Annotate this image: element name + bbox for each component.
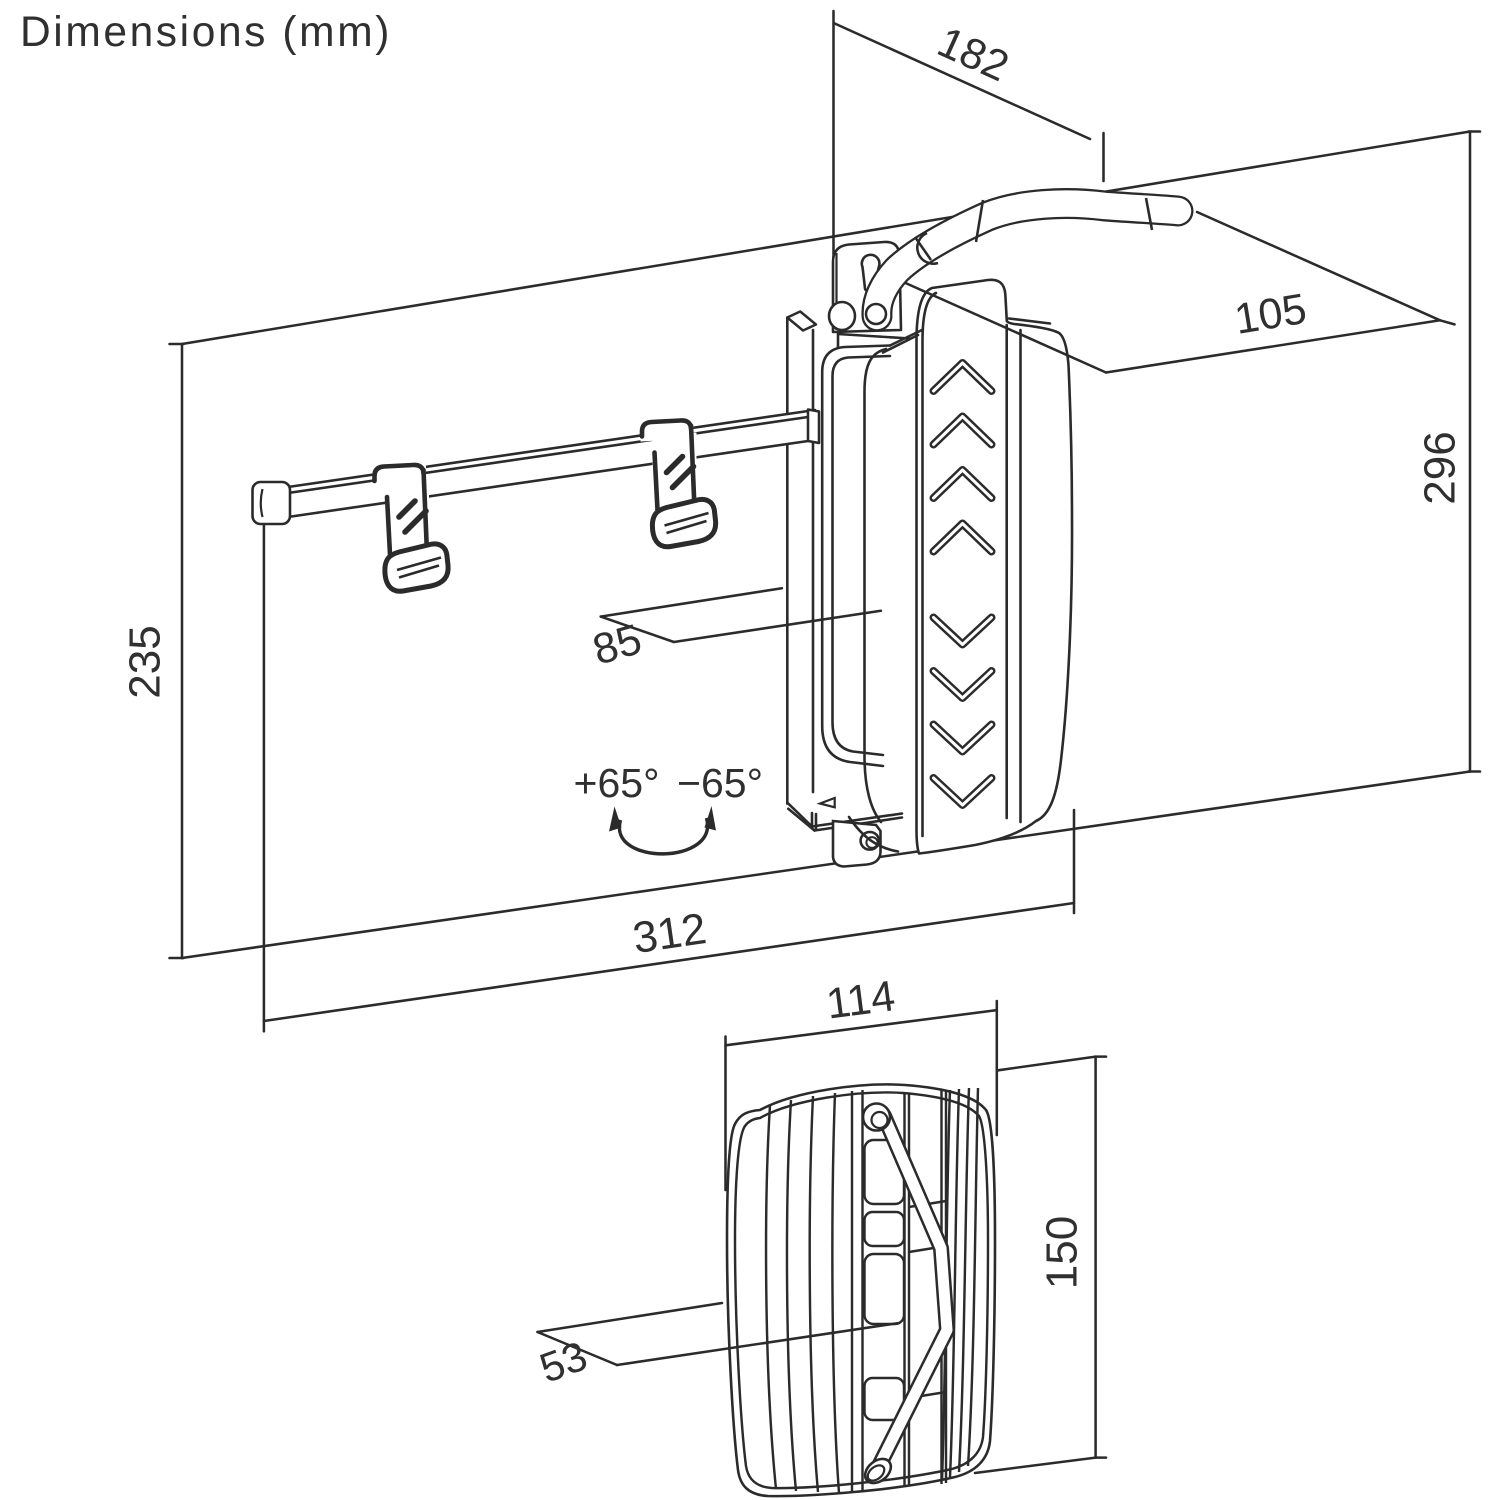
- svg-text:+65°: +65°: [574, 760, 660, 806]
- svg-text:Dimensions (mm): Dimensions (mm): [20, 9, 392, 56]
- svg-text:114: 114: [824, 972, 898, 1028]
- svg-text:296: 296: [1416, 431, 1465, 504]
- svg-text:235: 235: [121, 625, 170, 698]
- svg-text:105: 105: [1231, 285, 1310, 344]
- svg-text:312: 312: [630, 904, 710, 963]
- svg-text:150: 150: [1038, 1216, 1087, 1289]
- svg-text:−65°: −65°: [677, 760, 763, 806]
